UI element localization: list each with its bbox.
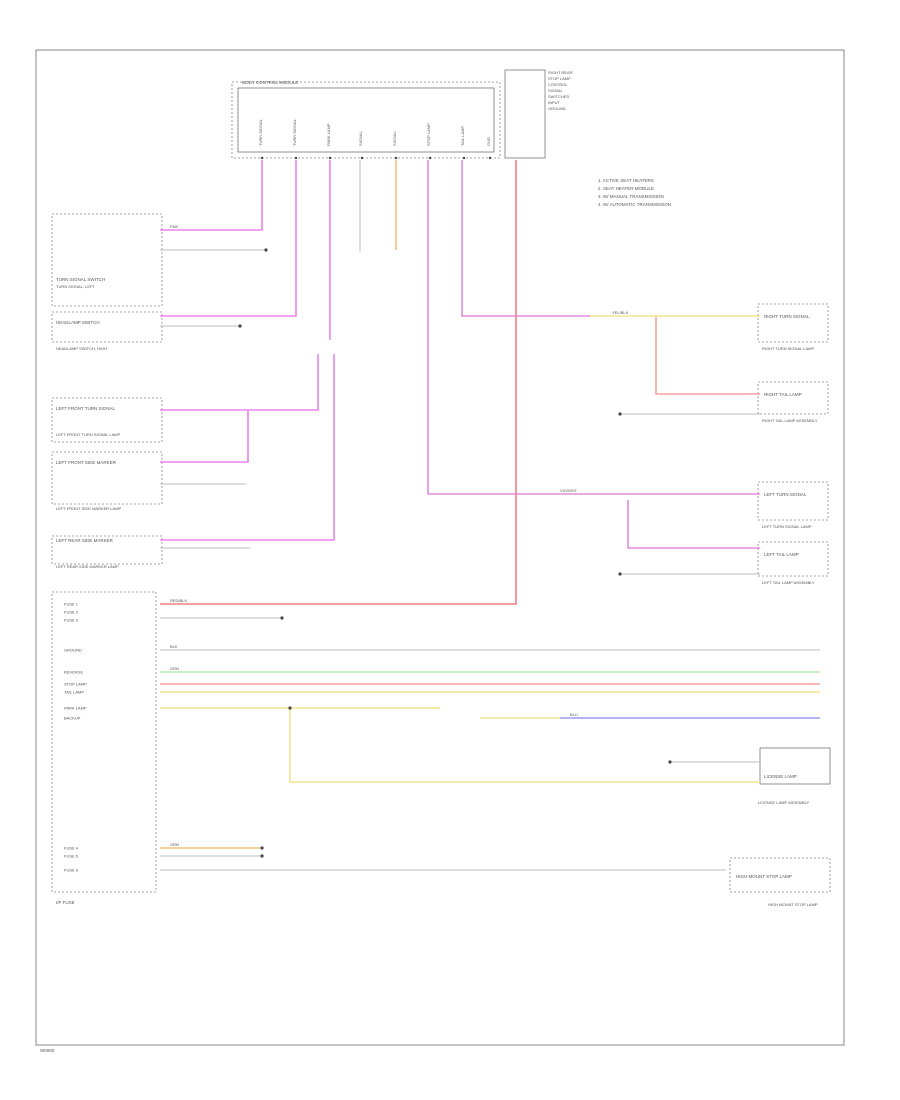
lower-module-bottom-row: FUSE 4 <box>64 846 79 851</box>
top-module-pin-terminal <box>488 156 492 160</box>
top-module-pin: STOP LAMP <box>426 123 431 146</box>
lower-module-row: STOP LAMP <box>64 682 87 687</box>
wire-pink-2 <box>160 160 297 317</box>
right-components: RIGHT TURN SIGNAL RIGHT TURN SIGNAL LAMP… <box>729 303 831 907</box>
right-comp-1-sub: RIGHT TURN SIGNAL LAMP <box>762 346 814 351</box>
lower-module-row: FUSE 3 <box>64 618 79 623</box>
lower-module-rows: FUSE 1 FUSE 2 FUSE 3 GROUND REVERSE STOP LAMP… <box>64 602 87 721</box>
top-module-pin: TAIL LAMP <box>460 126 465 146</box>
wire-code-blue: BLU <box>570 712 578 717</box>
top-note-line: GROUND <box>548 106 566 111</box>
top-module-pin-terminal <box>260 156 264 160</box>
top-note-line: STOP LAMP <box>548 76 571 81</box>
right-comp-3-label: LEFT TURN SIGNAL <box>764 492 807 497</box>
right-comp-6-label: HIGH MOUNT STOP LAMP <box>736 874 792 879</box>
top-module-pin-terminal <box>294 156 298 160</box>
wire-violet-1 <box>427 160 760 495</box>
wire-code-green: GRN <box>170 666 179 671</box>
top-note-line: CONTROL <box>548 82 568 87</box>
lower-module-row: FUSE 1 <box>64 602 79 607</box>
top-module-pin: SIGNAL <box>392 131 397 146</box>
notes: 1. ACTIVE SEAT HEATERS 2. SEAT HEATER MO… <box>598 178 671 207</box>
left-components: TURN SIGNAL SWITCH TURN SIGNAL, LEFT HEA… <box>51 213 163 569</box>
wire-red-1 <box>160 160 517 605</box>
lower-module-title: I/P FUSE <box>56 900 75 905</box>
wire-pink-6 <box>160 410 249 463</box>
top-module-title: BODY CONTROL MODULE <box>242 80 298 85</box>
junctions <box>238 248 672 858</box>
left-comp-2-label: HEADLAMP SWITCH <box>56 320 100 325</box>
top-module-pin: TURN SIGNAL <box>292 118 297 146</box>
lower-module-row: GROUND <box>64 648 82 653</box>
note-4: 4. W/ AUTOMATIC TRANSMISSION <box>598 202 671 207</box>
lower-module: I/P FUSE FUSE 1 FUSE 2 FUSE 3 GROUND REVERSE… <box>51 591 157 905</box>
top-note-line: SWITCHED <box>548 94 569 99</box>
left-comp-4-label: LEFT FRONT SIDE MARKER <box>56 460 117 465</box>
left-comp-5-sub: LEFT REAR SIDE MARKER LAMP <box>56 564 119 569</box>
wire-code-violet: VIO/WHT <box>560 488 578 493</box>
left-comp-3-sub: LEFT FRONT TURN SIGNAL LAMP <box>56 432 121 437</box>
right-comp-4-label: LEFT TAIL LAMP <box>764 552 799 557</box>
top-module-pin-terminal <box>428 156 432 160</box>
footer-code: W0000 <box>40 1048 55 1053</box>
top-module-pin-terminal <box>394 156 398 160</box>
right-comp-3-sub: LEFT TURN SIGNAL LAMP <box>762 524 812 529</box>
lower-module-row: PARK LAMP <box>64 706 87 711</box>
wire-pink-5 <box>160 354 335 541</box>
lower-module-bottom-row: FUSE 5 <box>64 854 79 859</box>
diagram-frame <box>35 49 845 1046</box>
lower-module-bottom-rows: FUSE 4 FUSE 5 FUSE 6 <box>64 846 79 873</box>
right-comp-2-label: RIGHT TAIL LAMP <box>764 392 802 397</box>
wire-pink-4 <box>160 354 319 411</box>
left-comp-3-label: LEFT FRONT TURN SIGNAL <box>56 406 116 411</box>
top-module-pin: TURN SIGNAL <box>258 118 263 146</box>
wire-code-orange: ORN <box>170 842 179 847</box>
wire-pink-1 <box>160 160 263 231</box>
wire-red-2 <box>655 316 760 395</box>
left-comp-1-sub: TURN SIGNAL, LEFT <box>56 284 95 289</box>
wire-violet-2 <box>461 160 590 317</box>
top-module-pin: PARK LAMP <box>326 123 331 146</box>
left-comp-5-label: LEFT REAR SIDE MARKER <box>56 538 114 543</box>
note-1: 1. ACTIVE SEAT HEATERS <box>598 178 654 183</box>
wire-code-red: RED/BLK <box>170 598 187 603</box>
right-comp-5-label: LICENSE LAMP <box>764 774 797 779</box>
top-module-pins: TURN SIGNAL TURN SIGNAL PARK LAMP SIGNAL SIG… <box>258 118 492 160</box>
wire-code-black: BLK <box>170 644 178 649</box>
top-module-pin-terminal <box>328 156 332 160</box>
lower-module-row: BACKUP <box>64 716 81 721</box>
wire-code-labels: PNK VIO/WHT YEL/BLK GRN RED/BLK BLU ORN … <box>170 224 629 847</box>
wire-yellow-4 <box>289 708 760 783</box>
wire-code-yellow: YEL/BLK <box>612 310 629 315</box>
left-comp-4-sub: LEFT FRONT SIDE MARKER LAMP <box>56 506 122 511</box>
wire-code-pink: PNK <box>170 224 179 229</box>
note-2: 2. SEAT HEATER MODULE <box>598 186 654 191</box>
note-3: 3. W/ MANUAL TRANSMISSION <box>598 194 664 199</box>
right-comp-5-sub: LICENSE LAMP ASSEMBLY <box>758 800 810 805</box>
lower-module-row: TAIL LAMP <box>64 690 84 695</box>
wires <box>160 160 820 871</box>
right-comp-6-sub: HIGH MOUNT STOP LAMP <box>768 902 818 907</box>
left-comp-1-label: TURN SIGNAL SWITCH <box>56 277 105 282</box>
left-comp-2-sub: HEADLAMP SWITCH, HIGH <box>56 346 107 351</box>
right-comp-2-sub: RIGHT TAIL LAMP ASSEMBLY <box>762 418 818 423</box>
top-note-line: RIGHT REAR <box>548 70 573 75</box>
wire-violet-3 <box>627 500 760 549</box>
top-module-pin-terminal <box>360 156 364 160</box>
top-note-line: SIGNAL <box>548 88 563 93</box>
lower-module-bottom-row: FUSE 6 <box>64 868 79 873</box>
top-module-pin: SIGNAL <box>358 131 363 146</box>
top-module-pin: GND <box>486 137 491 146</box>
lower-module-row: REVERSE <box>64 670 83 675</box>
top-module-pin-terminal <box>462 156 466 160</box>
lower-module-row: FUSE 2 <box>64 610 79 615</box>
right-comp-1-label: RIGHT TURN SIGNAL <box>764 314 810 319</box>
right-comp-4-sub: LEFT TAIL LAMP ASSEMBLY <box>762 580 815 585</box>
top-note-line: INPUT <box>548 100 561 105</box>
